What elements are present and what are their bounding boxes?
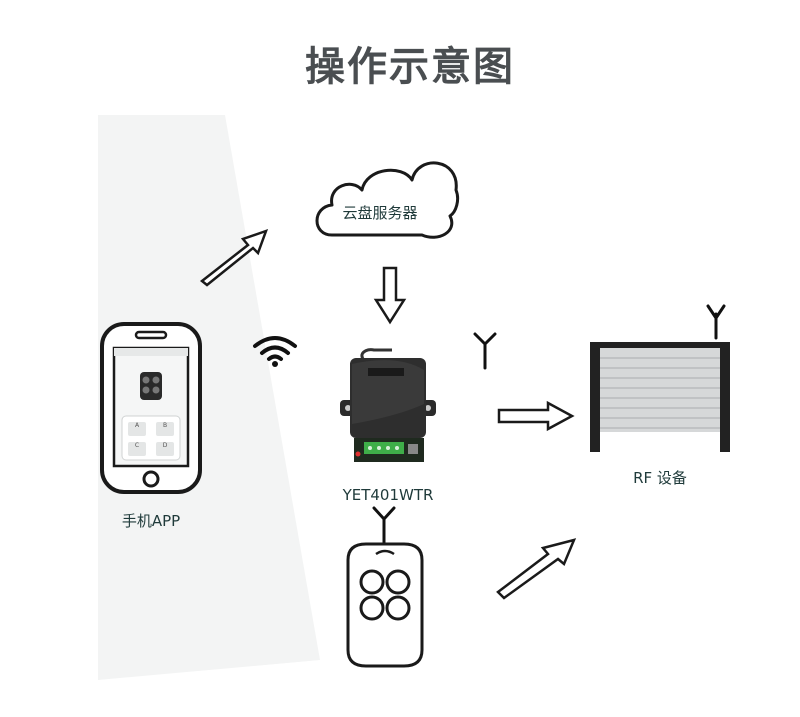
cloud-label: 云盘服务器 [342, 204, 418, 222]
receiver-module [340, 348, 436, 462]
remote-icon [346, 542, 424, 668]
screen-key-c: C [134, 442, 140, 449]
phone-icon [100, 322, 202, 494]
screen-key-d: D [162, 442, 168, 449]
cloud-icon [315, 161, 460, 239]
antenna-icon [372, 506, 396, 545]
wifi-icon [253, 336, 297, 367]
arrow-icon [497, 400, 575, 432]
arrow-icon [373, 266, 407, 325]
arrow-icon [496, 538, 577, 600]
phone-label: 手机APP [121, 512, 181, 530]
module-label: YET401WTR [342, 486, 434, 504]
page-title: 操作示意图 [305, 44, 515, 90]
rf-device-label: RF 设备 [633, 469, 687, 487]
arrow-icon [199, 228, 269, 287]
screen-key-b: B [162, 422, 168, 429]
shutter-icon [590, 304, 730, 452]
antenna-icon [473, 332, 497, 370]
screen-key-a: A [134, 422, 140, 429]
